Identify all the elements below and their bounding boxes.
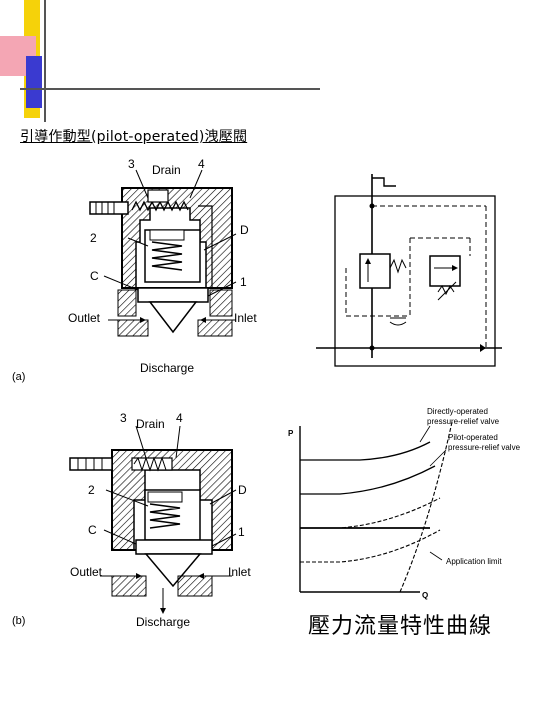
label-b-inlet: Inlet — [228, 565, 251, 579]
panel-label-a: (a) — [12, 371, 25, 383]
label-b-d: D — [238, 483, 247, 497]
axis-q: Q — [422, 591, 428, 600]
deco-vertical-line — [44, 0, 46, 122]
label-b-discharge: Discharge — [136, 615, 190, 629]
label-direct-2: pressure-relief valve — [427, 417, 500, 426]
label-b-1: 1 — [238, 525, 245, 539]
label-a-inlet: Inlet — [234, 311, 257, 325]
slide-title: 引導作動型(pilot-operated)洩壓閥 — [20, 129, 248, 145]
label-b-2: 2 — [88, 483, 95, 497]
label-a-4: 4 — [198, 157, 205, 171]
label-direct-1: Directly-operated — [427, 407, 488, 416]
hydraulic-symbol — [316, 174, 502, 367]
label-a-c: C — [90, 269, 99, 283]
label-a-drain: Drain — [152, 163, 181, 177]
label-limit: Application limit — [446, 557, 502, 566]
label-b-drain: Drain — [136, 417, 165, 431]
label-b-c: C — [88, 523, 97, 537]
panel-label-b: (b) — [12, 615, 25, 627]
graph-caption: 壓力流量特性曲線 — [308, 614, 493, 639]
axis-p: P — [288, 429, 294, 438]
valve-diagram-a: 3 Drain 4 2 D C 1 Outlet Inlet Discharge… — [12, 157, 257, 383]
label-pilot-1: Pilot-operated — [448, 433, 498, 442]
label-b-4: 4 — [176, 411, 183, 425]
deco-blue-block — [26, 56, 42, 108]
label-a-discharge: Discharge — [140, 361, 194, 375]
label-b-outlet: Outlet — [70, 565, 103, 579]
label-a-2: 2 — [90, 231, 97, 245]
label-a-outlet: Outlet — [68, 311, 101, 325]
valve-diagram-b: 3 Drain 4 2 D C 1 Outlet Inlet Discharge… — [12, 411, 251, 629]
label-a-d: D — [240, 223, 249, 237]
deco-horizontal-line — [20, 88, 320, 90]
label-pilot-2: pressure-relief valve — [448, 443, 521, 452]
pressure-flow-graph: P Q Directly-operated pressure-relief va… — [288, 407, 521, 600]
label-a-3: 3 — [128, 157, 135, 171]
label-b-3: 3 — [120, 411, 127, 425]
label-a-1: 1 — [240, 275, 247, 289]
